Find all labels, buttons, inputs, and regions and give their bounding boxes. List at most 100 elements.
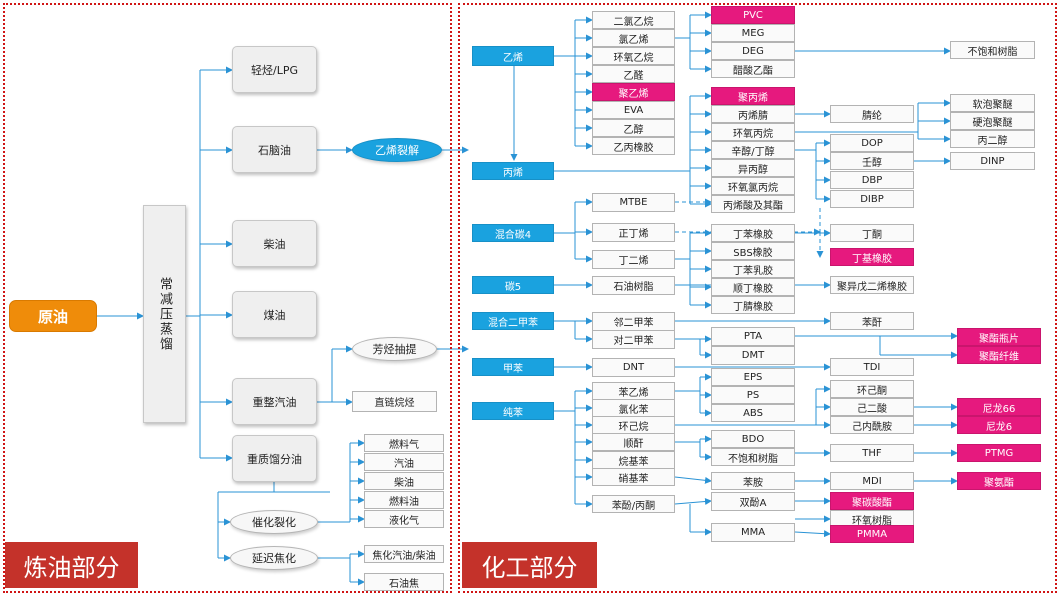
o-xylene-box: 邻二甲苯 — [592, 312, 675, 331]
prop-ipa: 异丙醇 — [711, 159, 795, 177]
fcc-product-lpg: 液化气 — [364, 510, 444, 528]
butanone-box: 丁酮 — [830, 224, 914, 242]
dinp-box: DINP — [950, 152, 1035, 170]
abs-box: ABS — [711, 404, 795, 422]
dbp-box: DBP — [830, 171, 914, 189]
bdo-box: BDO — [711, 430, 795, 448]
heavy-distillate-box: 重质馏分油 — [232, 435, 317, 482]
ethyl-acetate-box: 醋酸乙酯 — [711, 60, 795, 78]
phthalic-anhydride-box: 苯酐 — [830, 312, 914, 330]
c4-mtbe: MTBE — [592, 193, 675, 212]
prop-acrylic-acid: 丙烯酸及其酯 — [711, 195, 795, 213]
butyl-rubber-box: 丁基橡胶 — [830, 248, 914, 266]
feed-mixed-xylene: 混合二甲苯 — [472, 312, 554, 330]
acrylic-fiber-box: 腈纶 — [830, 105, 914, 123]
eth-edc: 二氯乙烷 — [592, 11, 675, 29]
adipic-acid-box: 己二酸 — [830, 398, 914, 416]
aromatics-extraction-node: 芳烃抽提 — [352, 337, 437, 361]
pmma-box: PMMA — [830, 525, 914, 543]
polyurethane-box: 聚氨酯 — [957, 472, 1041, 490]
feed-benzene: 纯苯 — [472, 402, 554, 420]
unsat-resin-2-box: 不饱和树脂 — [711, 448, 795, 466]
caprolactam-box: 己内酰胺 — [830, 416, 914, 434]
feed-c5: 碳5 — [472, 276, 554, 294]
rubber-br: 顺丁橡胶 — [711, 278, 795, 296]
eps-box: EPS — [711, 368, 795, 386]
feed-ethylene: 乙烯 — [472, 46, 554, 66]
bz-chlorobenzene: 氯化苯 — [592, 399, 675, 417]
meg-box: MEG — [711, 24, 795, 42]
soft-polyether-box: 软泡聚醚 — [950, 94, 1035, 112]
fcc-product-gasoline: 汽油 — [364, 453, 444, 471]
polyester-fiber-box: 聚酯纤维 — [957, 346, 1041, 364]
kerosene-box: 煤油 — [232, 291, 317, 338]
p-xylene-box: 对二甲苯 — [592, 330, 675, 349]
bz-nitrobenzene: 硝基苯 — [592, 468, 675, 486]
feed-propylene: 丙烯 — [472, 162, 554, 180]
bz-alkylbenzene: 烷基苯 — [592, 451, 675, 469]
nonanol-box: 壬醇 — [830, 152, 914, 170]
prop-polypropylene: 聚丙烯 — [711, 87, 795, 105]
unsat-resin-1-box: 不饱和树脂 — [950, 41, 1035, 59]
thf-box: THF — [830, 444, 914, 462]
rubber-sb-latex: 丁苯乳胶 — [711, 260, 795, 278]
mma-box: MMA — [711, 523, 795, 542]
deg-box: DEG — [711, 42, 795, 60]
tdi-box: TDI — [830, 358, 914, 376]
rigid-polyether-box: 硬泡聚醚 — [950, 112, 1035, 130]
rubber-nbr: 丁腈橡胶 — [711, 296, 795, 314]
coking-product-gasoline-diesel: 焦化汽油/柴油 — [364, 545, 444, 563]
eth-vcm: 氯乙烯 — [592, 29, 675, 47]
dop-box: DOP — [830, 134, 914, 152]
fcc-product-fuel-oil: 燃料油 — [364, 491, 444, 509]
crude-oil-box: 原油 — [9, 300, 97, 332]
bz-cyclohexane: 环己烷 — [592, 416, 675, 434]
fcc-product-fuel-gas: 燃料气 — [364, 434, 444, 452]
ethylene-cracking-node: 乙烯裂解 — [352, 138, 442, 162]
atmospheric-vacuum-distillation-box: 常减压蒸馏 — [143, 205, 186, 423]
rubber-sbr: 丁苯橡胶 — [711, 224, 795, 242]
nylon66-box: 尼龙66 — [957, 398, 1041, 416]
ptmg-box: PTMG — [957, 444, 1041, 462]
refining-section-label: 炼油部分 — [5, 542, 138, 588]
chemical-section-label: 化工部分 — [462, 542, 597, 588]
bz-phenol-acetone: 苯酚/丙酮 — [592, 495, 675, 513]
eth-eva: EVA — [592, 101, 675, 119]
c5-petroleum-resin: 石油树脂 — [592, 276, 675, 295]
fcc-product-diesel: 柴油 — [364, 472, 444, 490]
dmt-box: DMT — [711, 346, 795, 365]
catalytic-cracking-node: 催化裂化 — [230, 510, 318, 534]
bz-maleic-anhydride: 顺酐 — [592, 433, 675, 451]
coking-product-petroleum-coke: 石油焦 — [364, 573, 444, 591]
propylene-glycol-box: 丙二醇 — [950, 130, 1035, 148]
lpg-box: 轻烃/LPG — [232, 46, 317, 93]
reformate-box: 重整汽油 — [232, 378, 317, 425]
aniline-box: 苯胺 — [711, 472, 795, 490]
ps-box: PS — [711, 386, 795, 404]
eth-ethanol: 乙醇 — [592, 119, 675, 137]
diesel-box: 柴油 — [232, 220, 317, 267]
bz-styrene: 苯乙烯 — [592, 382, 675, 400]
cyclohexanone-box: 环己酮 — [830, 380, 914, 398]
pta-box: PTA — [711, 327, 795, 346]
feed-toluene: 甲苯 — [472, 358, 554, 376]
c4-n-butene: 正丁烯 — [592, 223, 675, 242]
refining-section-frame — [3, 3, 452, 593]
chemical-section-frame — [458, 3, 1057, 593]
bpa-box: 双酚A — [711, 492, 795, 511]
pvc-box: PVC — [711, 6, 795, 24]
linear-alkane-box: 直链烷烃 — [352, 391, 437, 412]
eth-eo: 环氧乙烷 — [592, 47, 675, 65]
dnt-box: DNT — [592, 358, 675, 377]
rubber-sbs: SBS橡胶 — [711, 242, 795, 260]
isoprene-rubber-box: 聚异戊二烯橡胶 — [830, 276, 914, 294]
feed-mixed-c4: 混合碳4 — [472, 224, 554, 242]
naphtha-box: 石脑油 — [232, 126, 317, 173]
mdi-box: MDI — [830, 472, 914, 490]
dibp-box: DIBP — [830, 190, 914, 208]
polycarbonate-box: 聚碳酸酯 — [830, 492, 914, 510]
delayed-coking-node: 延迟焦化 — [230, 546, 318, 570]
prop-octanol-butanol: 辛醇/丁醇 — [711, 141, 795, 159]
eth-acetaldehyde: 乙醛 — [592, 65, 675, 83]
